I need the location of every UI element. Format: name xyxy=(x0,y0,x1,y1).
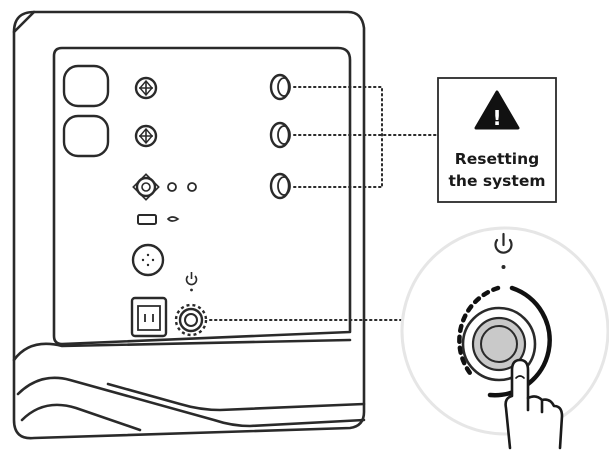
channel-knob-3[interactable] xyxy=(269,172,291,200)
gain-knob-1 xyxy=(134,76,158,100)
zoom-detail xyxy=(400,226,609,450)
progress-ring-dashed xyxy=(457,285,501,376)
control-panel xyxy=(52,46,352,346)
gain-knob-2 xyxy=(134,124,158,148)
indicator-dot-1 xyxy=(167,182,177,192)
warning-triangle-icon: ! xyxy=(474,90,520,130)
ac-power-inlet xyxy=(130,296,168,338)
speaker-casing xyxy=(12,10,366,440)
power-icon xyxy=(494,232,513,254)
pair-button xyxy=(131,243,165,277)
speaker-base-curve-1 xyxy=(12,338,352,362)
port-slot xyxy=(166,216,180,222)
power-led-small xyxy=(190,288,193,292)
indicator-dot-2 xyxy=(187,182,197,192)
channel-knob-1[interactable] xyxy=(269,73,291,101)
channel-knobs xyxy=(269,73,291,200)
speaker-base-curve-4 xyxy=(106,382,366,412)
combo-jack-1 xyxy=(62,64,110,108)
leader-knob-1 xyxy=(293,86,383,188)
speaker-base-curve-3 xyxy=(20,403,142,432)
channel-knob-2[interactable] xyxy=(269,121,291,149)
speaker-unit xyxy=(12,10,366,440)
power-button-small[interactable] xyxy=(174,303,208,337)
panel-controls xyxy=(62,64,208,338)
speaker-base-curve-2 xyxy=(16,376,366,428)
usb-port xyxy=(137,214,157,225)
led-indicator xyxy=(501,265,506,269)
speaker-top-ridge xyxy=(12,10,36,34)
callout-line-2: the system xyxy=(449,172,546,190)
callout-box: ! Resetting the system xyxy=(437,77,557,203)
svg-text:!: ! xyxy=(492,106,501,130)
combo-jack-2 xyxy=(62,114,110,158)
callout-line-1: Resetting xyxy=(455,150,539,168)
aux-jack xyxy=(132,173,160,201)
power-icon-small xyxy=(185,272,198,286)
pressing-finger-icon xyxy=(504,358,564,450)
leader-lines xyxy=(209,86,439,321)
